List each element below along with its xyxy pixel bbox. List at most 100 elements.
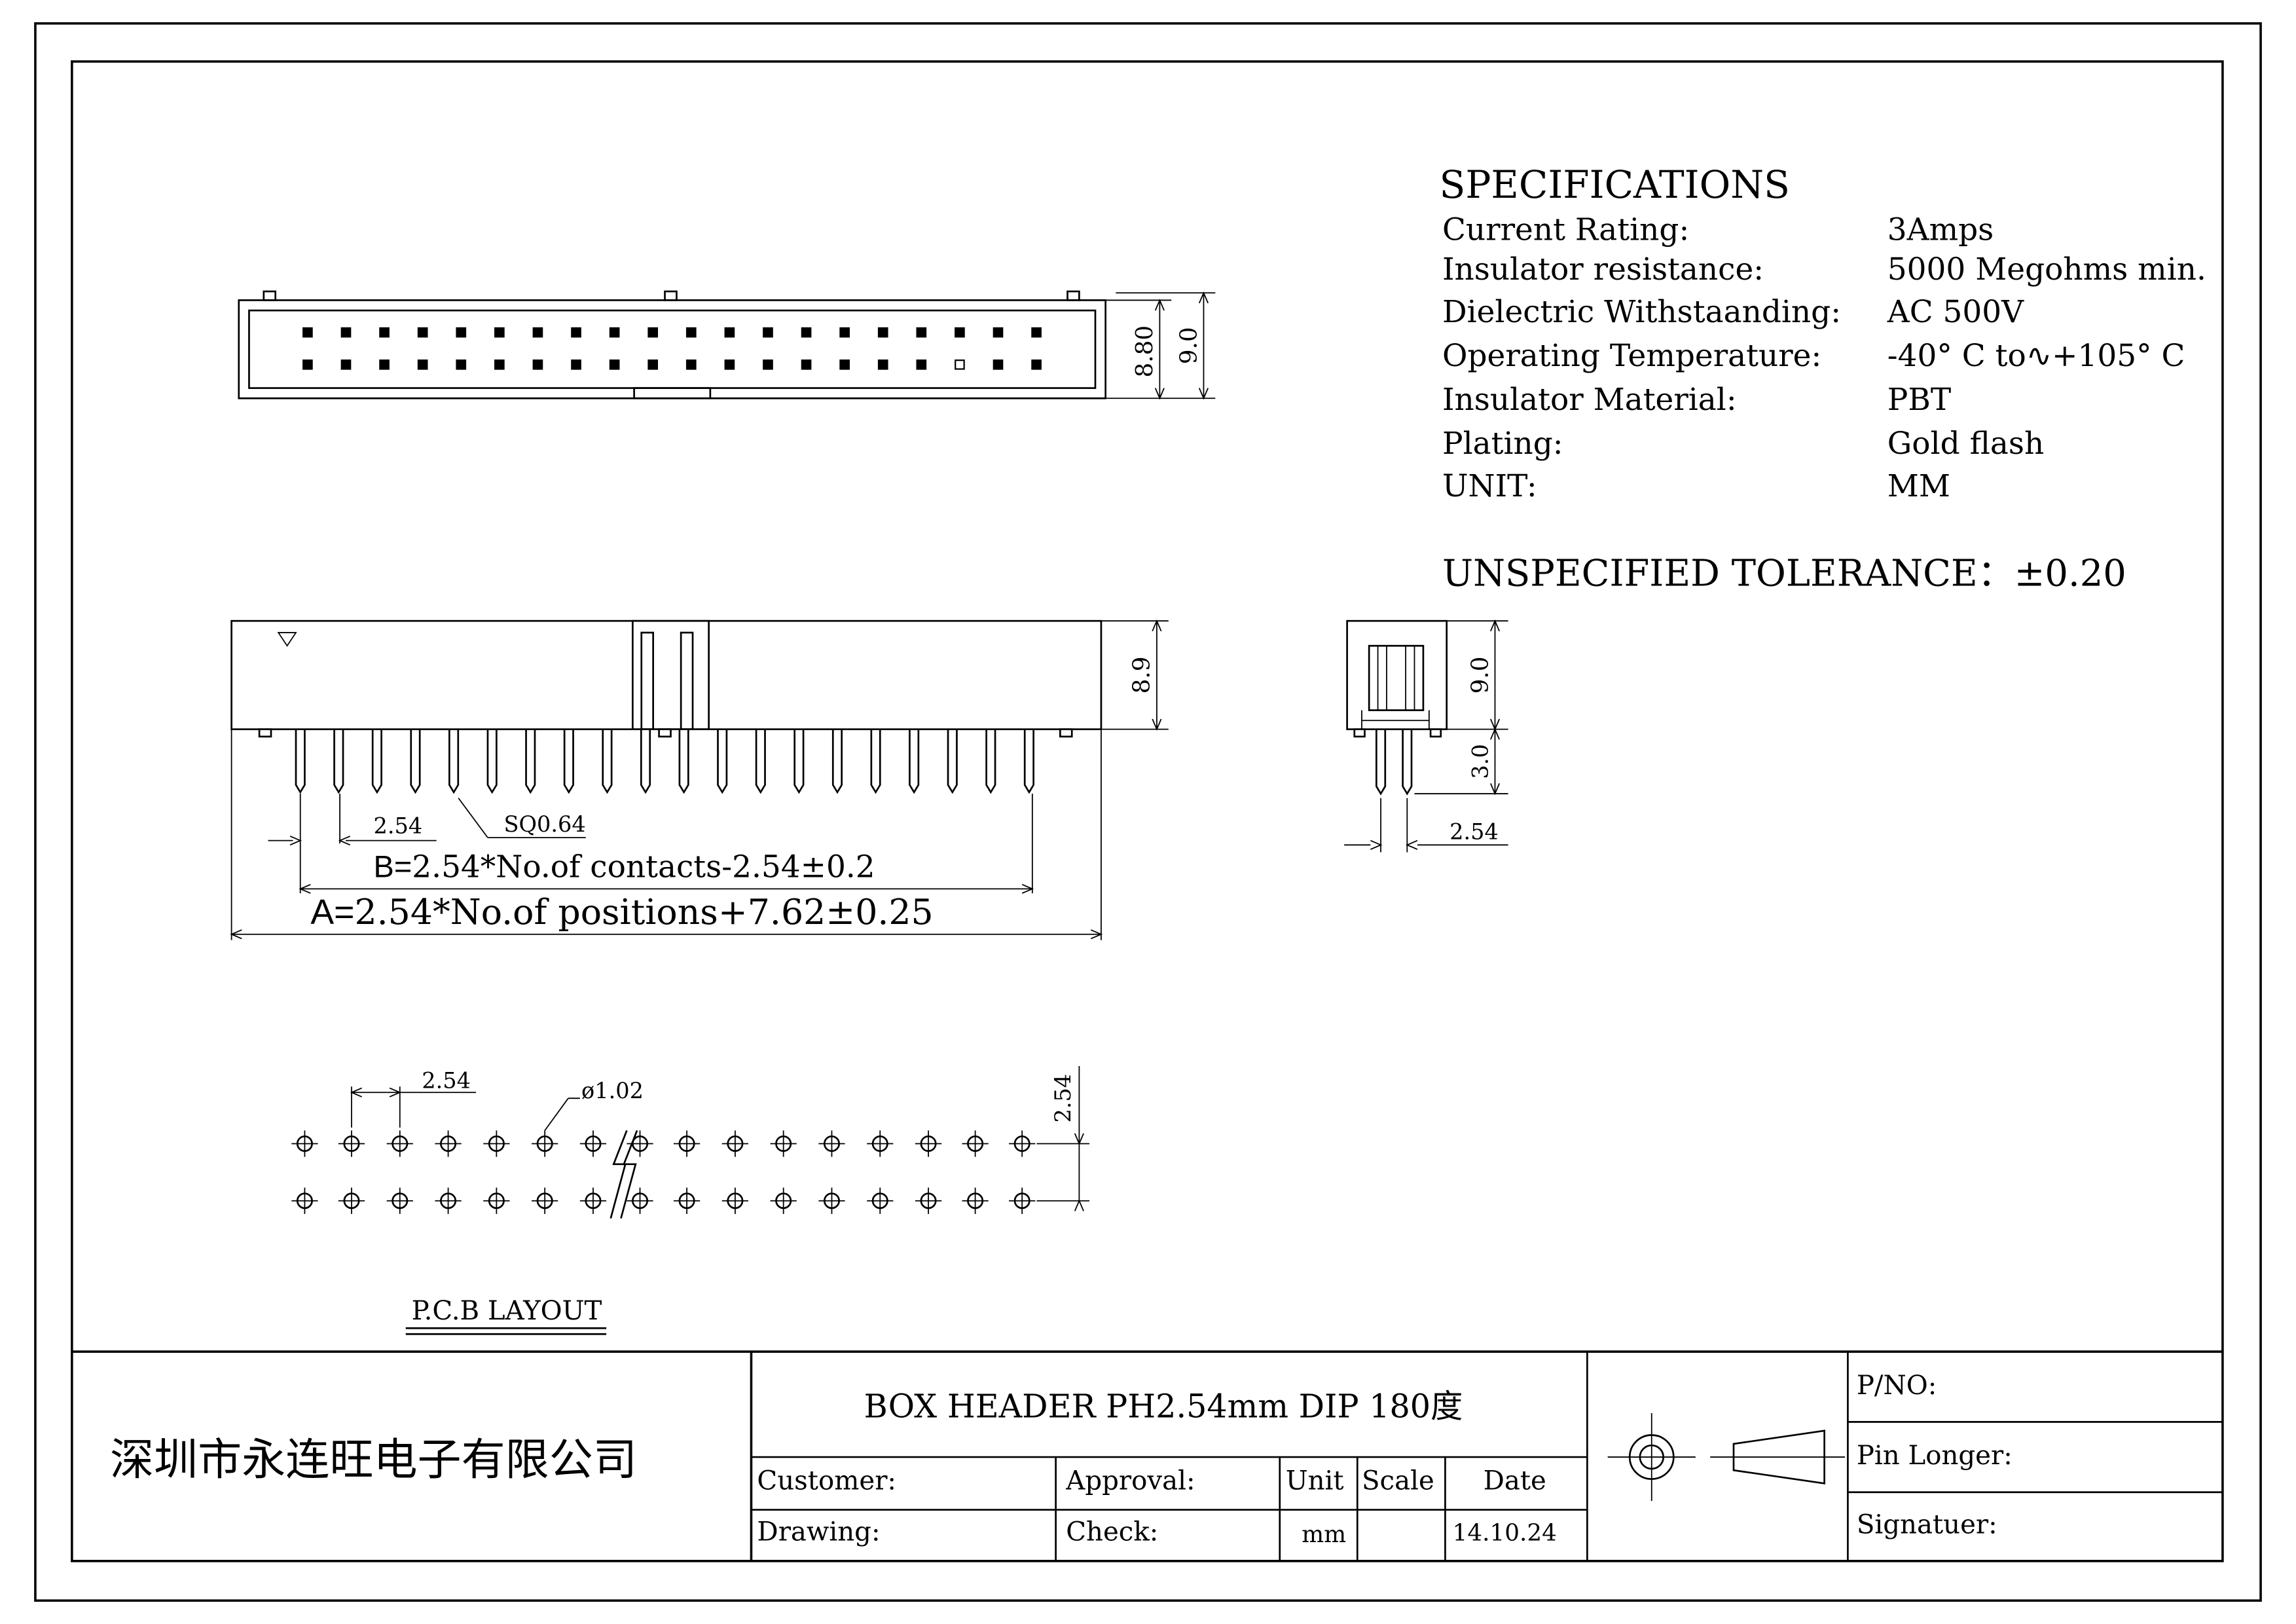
front-view-pin xyxy=(717,729,728,794)
top-view-pin xyxy=(993,359,1004,370)
dim-formula-b: B=2.54*No.of contacts-2.54±0.2 xyxy=(374,849,875,885)
spec-label: Insulator resistance: xyxy=(1442,251,1764,287)
company-name: 深圳市永连旺电子有限公司 xyxy=(110,1434,637,1485)
pcb-hole xyxy=(386,1187,413,1214)
top-view-pin xyxy=(609,359,620,370)
pcb-hole xyxy=(818,1130,845,1157)
pcb-hole xyxy=(1009,1187,1036,1214)
pcb-hole xyxy=(338,1130,365,1157)
pcb-hole xyxy=(532,1187,558,1214)
front-view-pin xyxy=(985,729,996,794)
top-view-pin xyxy=(456,327,467,338)
product-title: BOX HEADER PH2.54mm DIP 180度 xyxy=(864,1388,1463,1426)
front-view-pin-row xyxy=(295,729,1034,794)
dim-pin-section: SQ0.64 xyxy=(504,811,586,837)
spec-value: PBT xyxy=(1887,382,1951,418)
dim-pitch: 2.54 xyxy=(374,813,423,838)
front-view-pin xyxy=(640,729,651,794)
top-view-pin xyxy=(379,327,390,338)
top-view-pin xyxy=(494,359,505,370)
outer-border xyxy=(34,22,2262,1602)
pcb-hole xyxy=(818,1187,845,1214)
pcb-hole xyxy=(721,1187,749,1214)
top-view-pin xyxy=(571,327,581,338)
dim-pcb-pitch-x: 2.54 xyxy=(422,1068,471,1094)
top-view-pin xyxy=(647,327,659,338)
dim-pcb-pitch-y: 2.54 xyxy=(1050,1074,1076,1123)
check-label: Check: xyxy=(1066,1517,1158,1547)
pcb-hole xyxy=(1009,1130,1036,1157)
inner-border xyxy=(71,60,2224,1562)
top-view-pin xyxy=(609,327,620,338)
front-view-pin xyxy=(602,729,613,794)
top-view-pin xyxy=(417,327,428,338)
date-value: 14.10.24 xyxy=(1453,1520,1557,1547)
pin-longer-label: Pin Longer: xyxy=(1857,1441,2013,1471)
pcb-hole xyxy=(291,1187,318,1214)
front-view-pin xyxy=(1023,729,1034,794)
top-view-pin xyxy=(647,359,659,370)
pcb-hole xyxy=(867,1130,894,1157)
pcb-hole xyxy=(579,1187,607,1214)
top-view-pin xyxy=(763,327,773,338)
front-view-pin xyxy=(525,729,536,794)
top-view-pin xyxy=(724,327,735,338)
tolerance-note: UNSPECIFIED TOLERANCE：±0.20 xyxy=(1442,552,2126,595)
pcb-hole xyxy=(483,1187,510,1214)
top-view-pin xyxy=(877,327,888,338)
pcb-hole xyxy=(291,1130,318,1157)
spec-label: Current Rating: xyxy=(1442,212,1689,248)
dim-side-pitch: 2.54 xyxy=(1449,819,1499,844)
top-view-pin xyxy=(801,327,812,338)
spec-value: 3Amps xyxy=(1887,212,1994,248)
pcb-hole xyxy=(770,1130,797,1157)
unit-label: Unit xyxy=(1286,1466,1344,1496)
top-view-pin xyxy=(532,359,543,370)
top-view-pin xyxy=(532,327,543,338)
front-view-pin xyxy=(371,729,382,794)
spec-value: Gold flash xyxy=(1887,426,2044,462)
pcb-hole xyxy=(483,1130,510,1157)
pcb-hole xyxy=(673,1187,701,1214)
top-view-pin xyxy=(417,359,428,370)
pcb-hole xyxy=(915,1130,942,1157)
date-label: Date xyxy=(1484,1466,1546,1496)
top-view-pin xyxy=(916,327,927,338)
spec-label: Dielectric Withstaanding: xyxy=(1442,294,1841,330)
unit-value: mm xyxy=(1302,1521,1346,1548)
front-view-pin xyxy=(295,729,306,794)
signature-label: Signatuer: xyxy=(1857,1509,1997,1540)
front-view-pin xyxy=(793,729,805,794)
top-view: 8.80 9.0 xyxy=(238,290,1216,400)
front-view-pin xyxy=(410,729,421,794)
title-block: 深圳市永连旺电子有限公司 BOX HEADER PH2.54mm DIP 180… xyxy=(71,1350,2223,1561)
customer-label: Customer: xyxy=(757,1466,896,1496)
top-view-pin xyxy=(340,359,352,370)
pcb-hole xyxy=(867,1187,894,1214)
top-view-pin xyxy=(685,327,697,338)
projection-symbol-icon xyxy=(1607,1412,1845,1502)
dim-formula-a: A=2.54*No.of positions+7.62±0.25 xyxy=(310,891,933,932)
top-view-pin xyxy=(340,327,352,338)
spec-label: UNIT: xyxy=(1442,468,1537,504)
pcb-hole xyxy=(435,1130,462,1157)
part-number-label: P/NO: xyxy=(1857,1371,1937,1401)
specifications-block: SPECIFICATIONS Current Rating: 3AmpsInsul… xyxy=(1440,162,2206,595)
spec-label: Operating Temperature: xyxy=(1442,338,1821,374)
dim-side-height: 9.0 xyxy=(1467,656,1493,693)
top-view-pin xyxy=(839,327,850,338)
top-view-pin xyxy=(494,327,505,338)
top-view-pin xyxy=(801,359,812,370)
pcb-hole xyxy=(386,1130,413,1157)
pcb-layout-label: P.C.B LAYOUT xyxy=(412,1296,602,1326)
front-view-pin xyxy=(870,729,881,794)
dim-top-outer: 9.0 xyxy=(1175,327,1202,364)
top-view-pin xyxy=(839,359,850,370)
pcb-hole xyxy=(962,1187,989,1214)
specifications-heading: SPECIFICATIONS xyxy=(1440,162,1790,207)
top-view-pin xyxy=(456,359,467,370)
top-view-pin xyxy=(1031,327,1042,338)
front-view: 8.9 2.54 SQ0.64 B=2.54*No.of contacts-2.… xyxy=(230,619,1169,940)
